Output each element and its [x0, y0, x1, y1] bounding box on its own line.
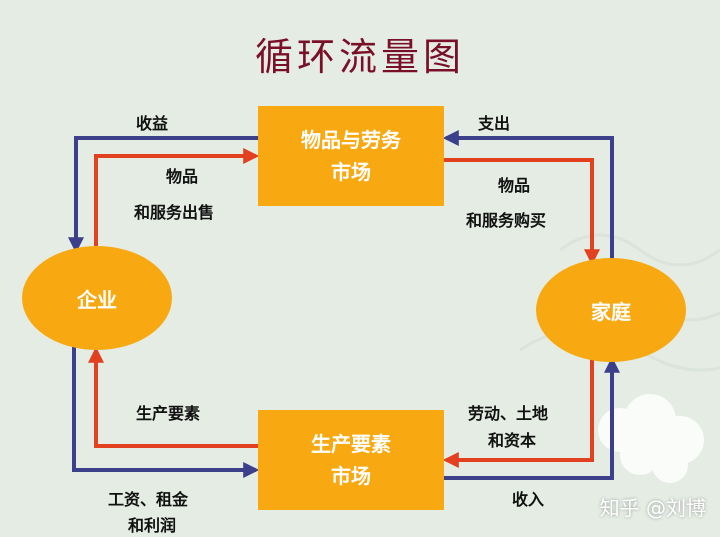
diagram-title: 循环流量图	[254, 35, 465, 79]
labor-land-label-1: 劳动、土地	[468, 404, 549, 423]
factors-flow-arrow	[88, 346, 258, 448]
income-label: 收入	[512, 490, 545, 509]
households-node: 家庭	[536, 258, 686, 362]
wages-flow-arrow	[72, 342, 260, 478]
firms-label: 企业	[77, 287, 117, 312]
firms-node: 企业	[22, 246, 172, 350]
households-label: 家庭	[591, 299, 631, 324]
spending-label: 支出	[478, 114, 511, 133]
wages-label-2: 和利润	[128, 516, 177, 535]
goods-sold-label-2: 和服务出售	[134, 203, 215, 222]
factor-market-label-2: 市场	[331, 464, 371, 488]
factors-label: 生产要素	[136, 404, 201, 423]
factor-market-label-1: 生产要素	[311, 432, 391, 456]
labor-land-capital-flow-arrow	[442, 356, 594, 468]
goods-bought-label-2: 和服务购买	[466, 211, 547, 230]
labor-land-label-2: 和资本	[488, 431, 537, 450]
goods-sold-flow-arrow	[94, 148, 260, 246]
revenue-label: 收益	[136, 114, 169, 133]
goods-bought-label-1: 物品	[498, 176, 531, 195]
goods-market-box: 物品与劳务 市场	[258, 106, 444, 206]
income-flow-arrow	[444, 356, 620, 480]
goods-market-label-1: 物品与劳务	[301, 128, 401, 152]
cloud-ornament	[598, 394, 704, 483]
spending-flow-arrow	[442, 130, 614, 282]
revenue-flow-arrow	[68, 136, 258, 254]
wages-label-1: 工资、租金	[108, 490, 189, 509]
goods-sold-label-1: 物品	[166, 167, 199, 186]
watermark: 知乎 @刘博	[599, 496, 706, 520]
factor-market-box: 生产要素 市场	[258, 410, 444, 510]
goods-bought-flow-arrow	[444, 158, 600, 266]
goods-market-label-2: 市场	[331, 160, 371, 184]
